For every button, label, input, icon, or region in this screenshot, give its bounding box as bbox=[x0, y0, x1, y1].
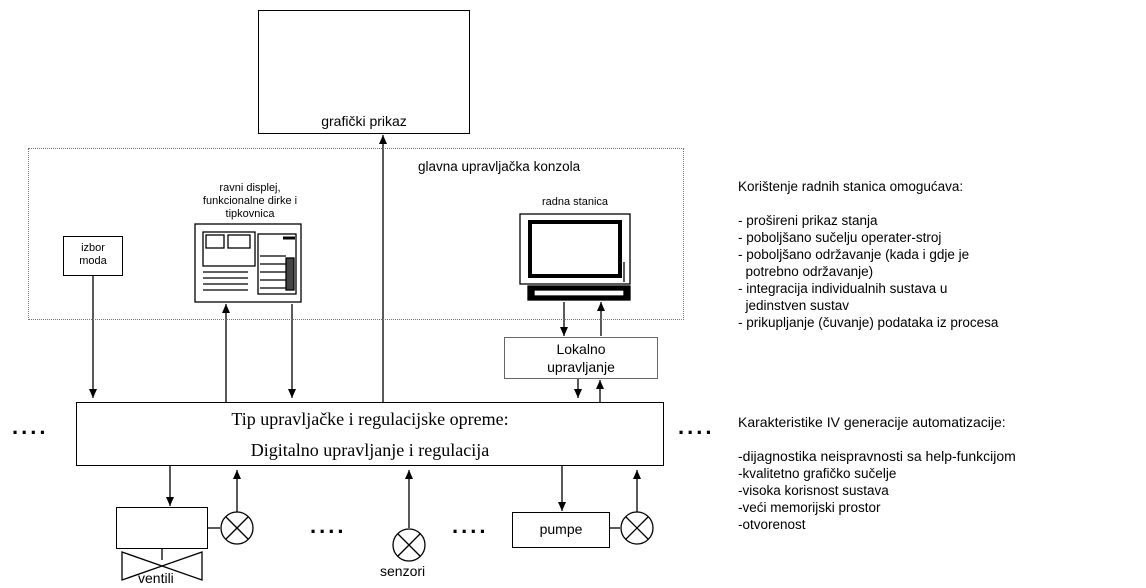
flat-display-icon bbox=[194, 223, 302, 303]
list-item: - poboljšano sučelju operater-stroj bbox=[738, 230, 942, 245]
workstation-icon bbox=[519, 213, 631, 301]
generation-heading: Karakteristike IV generacije automatizac… bbox=[738, 414, 1006, 430]
list-item: -visoka korisnost sustava bbox=[738, 483, 889, 498]
list-item: - prošireni prikaz stanja bbox=[738, 213, 878, 228]
valves-label: ventili bbox=[138, 570, 174, 586]
sensor-icon bbox=[392, 528, 426, 562]
list-item: -otvorenost bbox=[738, 517, 806, 532]
ellipsis-field-1: .... bbox=[310, 513, 347, 538]
workstation-benefits-panel: Korištenje radnih stanica omogućava: - p… bbox=[738, 178, 1138, 331]
pump-sensor-icon bbox=[620, 511, 654, 545]
graphic-display-label: grafički prikaz bbox=[321, 113, 407, 129]
valve-sensor-icon bbox=[220, 511, 254, 545]
list-item: -dijagnostika neispravnosti sa help-funk… bbox=[738, 448, 1016, 464]
generation-panel: Karakteristike IV generacije automatizac… bbox=[738, 414, 1143, 533]
ellipsis-field-2: .... bbox=[452, 513, 489, 538]
mode-selector: izbor moda bbox=[63, 236, 123, 276]
list-item: - integracija individualnih sustava u bbox=[738, 281, 948, 296]
graphic-display: grafički prikaz bbox=[258, 10, 470, 134]
list-item: - poboljšano održavanje (kada i gdje je bbox=[738, 247, 970, 262]
flat-display-label: ravni displej, funkcionalne dirke i tipk… bbox=[202, 182, 298, 220]
local-control: Lokalno upravljanje bbox=[504, 337, 658, 379]
main-console-label: glavna upravljačka konzola bbox=[418, 159, 581, 174]
valve-box bbox=[116, 507, 208, 549]
list-item: -kvalitetno grafičko sučelje bbox=[738, 466, 897, 481]
ellipsis-right: .... bbox=[678, 414, 715, 439]
list-item: - prikupljanje (čuvanje) podataka iz pro… bbox=[738, 315, 999, 330]
workstation-label: radna stanica bbox=[541, 196, 609, 208]
list-item: jedinstven sustav bbox=[738, 298, 850, 313]
main-control-subtitle: Digitalno upravljanje i regulacija bbox=[250, 440, 490, 460]
sensors-label: senzori bbox=[380, 563, 426, 579]
pump-box: pumpe bbox=[512, 512, 610, 548]
workstation-benefits-heading: Korištenje radnih stanica omogućava: bbox=[738, 179, 964, 194]
list-item: -veći memorijski prostor bbox=[738, 500, 881, 515]
main-control-box: Tip upravljačke i regulacijske opreme: D… bbox=[76, 402, 664, 466]
list-item: potrebno održavanje) bbox=[738, 264, 874, 279]
main-control-title: Tip upravljačke i regulacijske opreme: bbox=[231, 409, 509, 429]
pumps-label: pumpe bbox=[539, 521, 583, 537]
main-console-area bbox=[28, 148, 684, 320]
valve-icon bbox=[121, 548, 203, 581]
ellipsis-left: .... bbox=[12, 414, 49, 439]
